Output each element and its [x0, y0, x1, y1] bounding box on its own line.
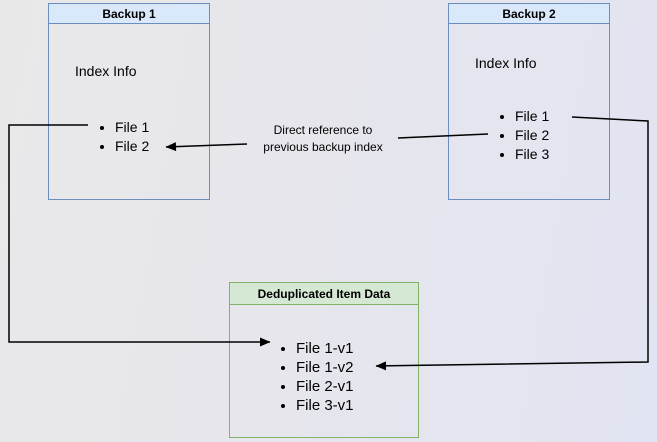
file-item: File 1 — [515, 107, 609, 126]
file-item: File 2-v1 — [296, 377, 418, 396]
backup2-header: Backup 2 — [449, 4, 609, 24]
file-item: File 2 — [515, 126, 609, 145]
dedup-header: Deduplicated Item Data — [230, 283, 418, 305]
file-item: File 2 — [115, 137, 209, 156]
file-item: File 1-v2 — [296, 358, 418, 377]
dedup-file-list: File 1-v1File 1-v2File 2-v1File 3-v1 — [230, 339, 418, 415]
file-item: File 3-v1 — [296, 396, 418, 415]
dedup-box: Deduplicated Item Data File 1-v1File 1-v… — [229, 282, 419, 438]
backup1-header: Backup 1 — [49, 4, 209, 24]
direct-reference-annotation: Direct reference to previous backup inde… — [240, 122, 406, 156]
backup2-box: Backup 2 Index Info File 1File 2File 3 — [448, 3, 610, 200]
annotation-line2: previous backup index — [263, 140, 383, 154]
backup2-file-list: File 1File 2File 3 — [449, 107, 609, 164]
backup1-box: Backup 1 Index Info File 1File 2 — [48, 3, 210, 200]
backup1-file-list: File 1File 2 — [49, 118, 209, 156]
file-item: File 1-v1 — [296, 339, 418, 358]
backup2-index-info-label: Index Info — [475, 55, 537, 71]
backup1-index-info-label: Index Info — [75, 63, 137, 79]
file-item: File 3 — [515, 145, 609, 164]
file-item: File 1 — [115, 118, 209, 137]
annotation-line1: Direct reference to — [273, 123, 373, 137]
